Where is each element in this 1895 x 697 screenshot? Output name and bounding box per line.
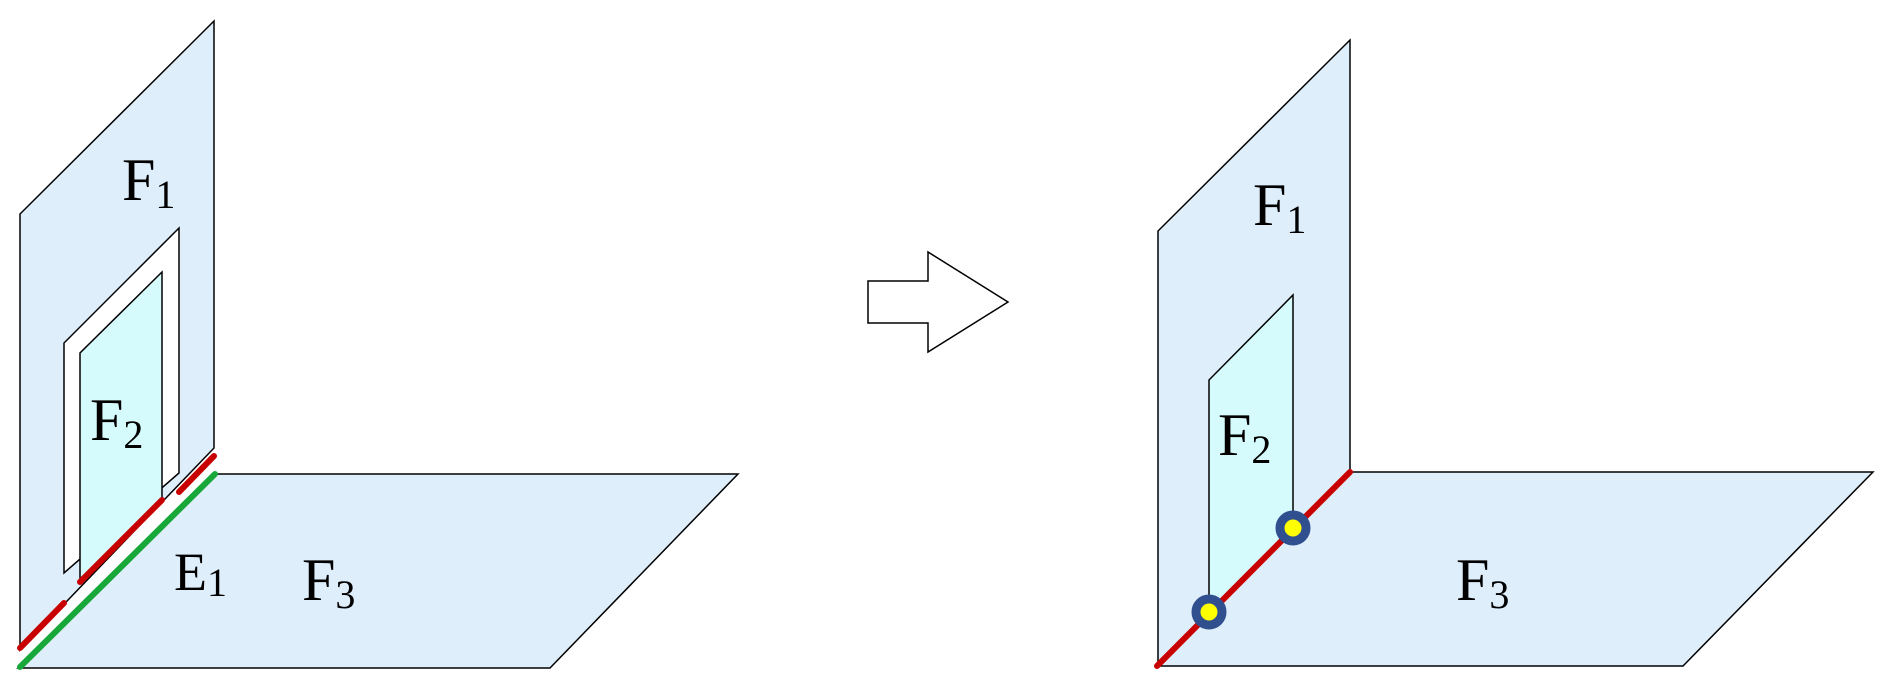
left-label-e1: E1 — [174, 542, 227, 605]
right-vertex-lower — [1191, 594, 1227, 630]
right-label-f3: F3 — [1456, 547, 1509, 617]
right-red-edge — [1154, 469, 1353, 669]
left-red-edge-f2 — [77, 497, 165, 585]
left-label-f1: F1 — [122, 147, 175, 217]
left-label-f3: F3 — [302, 547, 355, 617]
right-label-f2: F2 — [1218, 402, 1271, 472]
right-label-f1: F1 — [1253, 172, 1306, 242]
left-diagram: F1 F2 E1 F3 — [16, 19, 740, 670]
right-diagram: F1 F2 F3 — [1154, 38, 1875, 669]
left-red-edge-outer-top — [176, 453, 217, 495]
left-label-f2: F2 — [90, 387, 143, 457]
left-red-edge-outer-bottom — [17, 600, 67, 651]
left-green-edge-e1 — [17, 471, 218, 670]
right-vertex-upper — [1275, 510, 1311, 546]
right-arrow-icon — [867, 250, 1010, 354]
